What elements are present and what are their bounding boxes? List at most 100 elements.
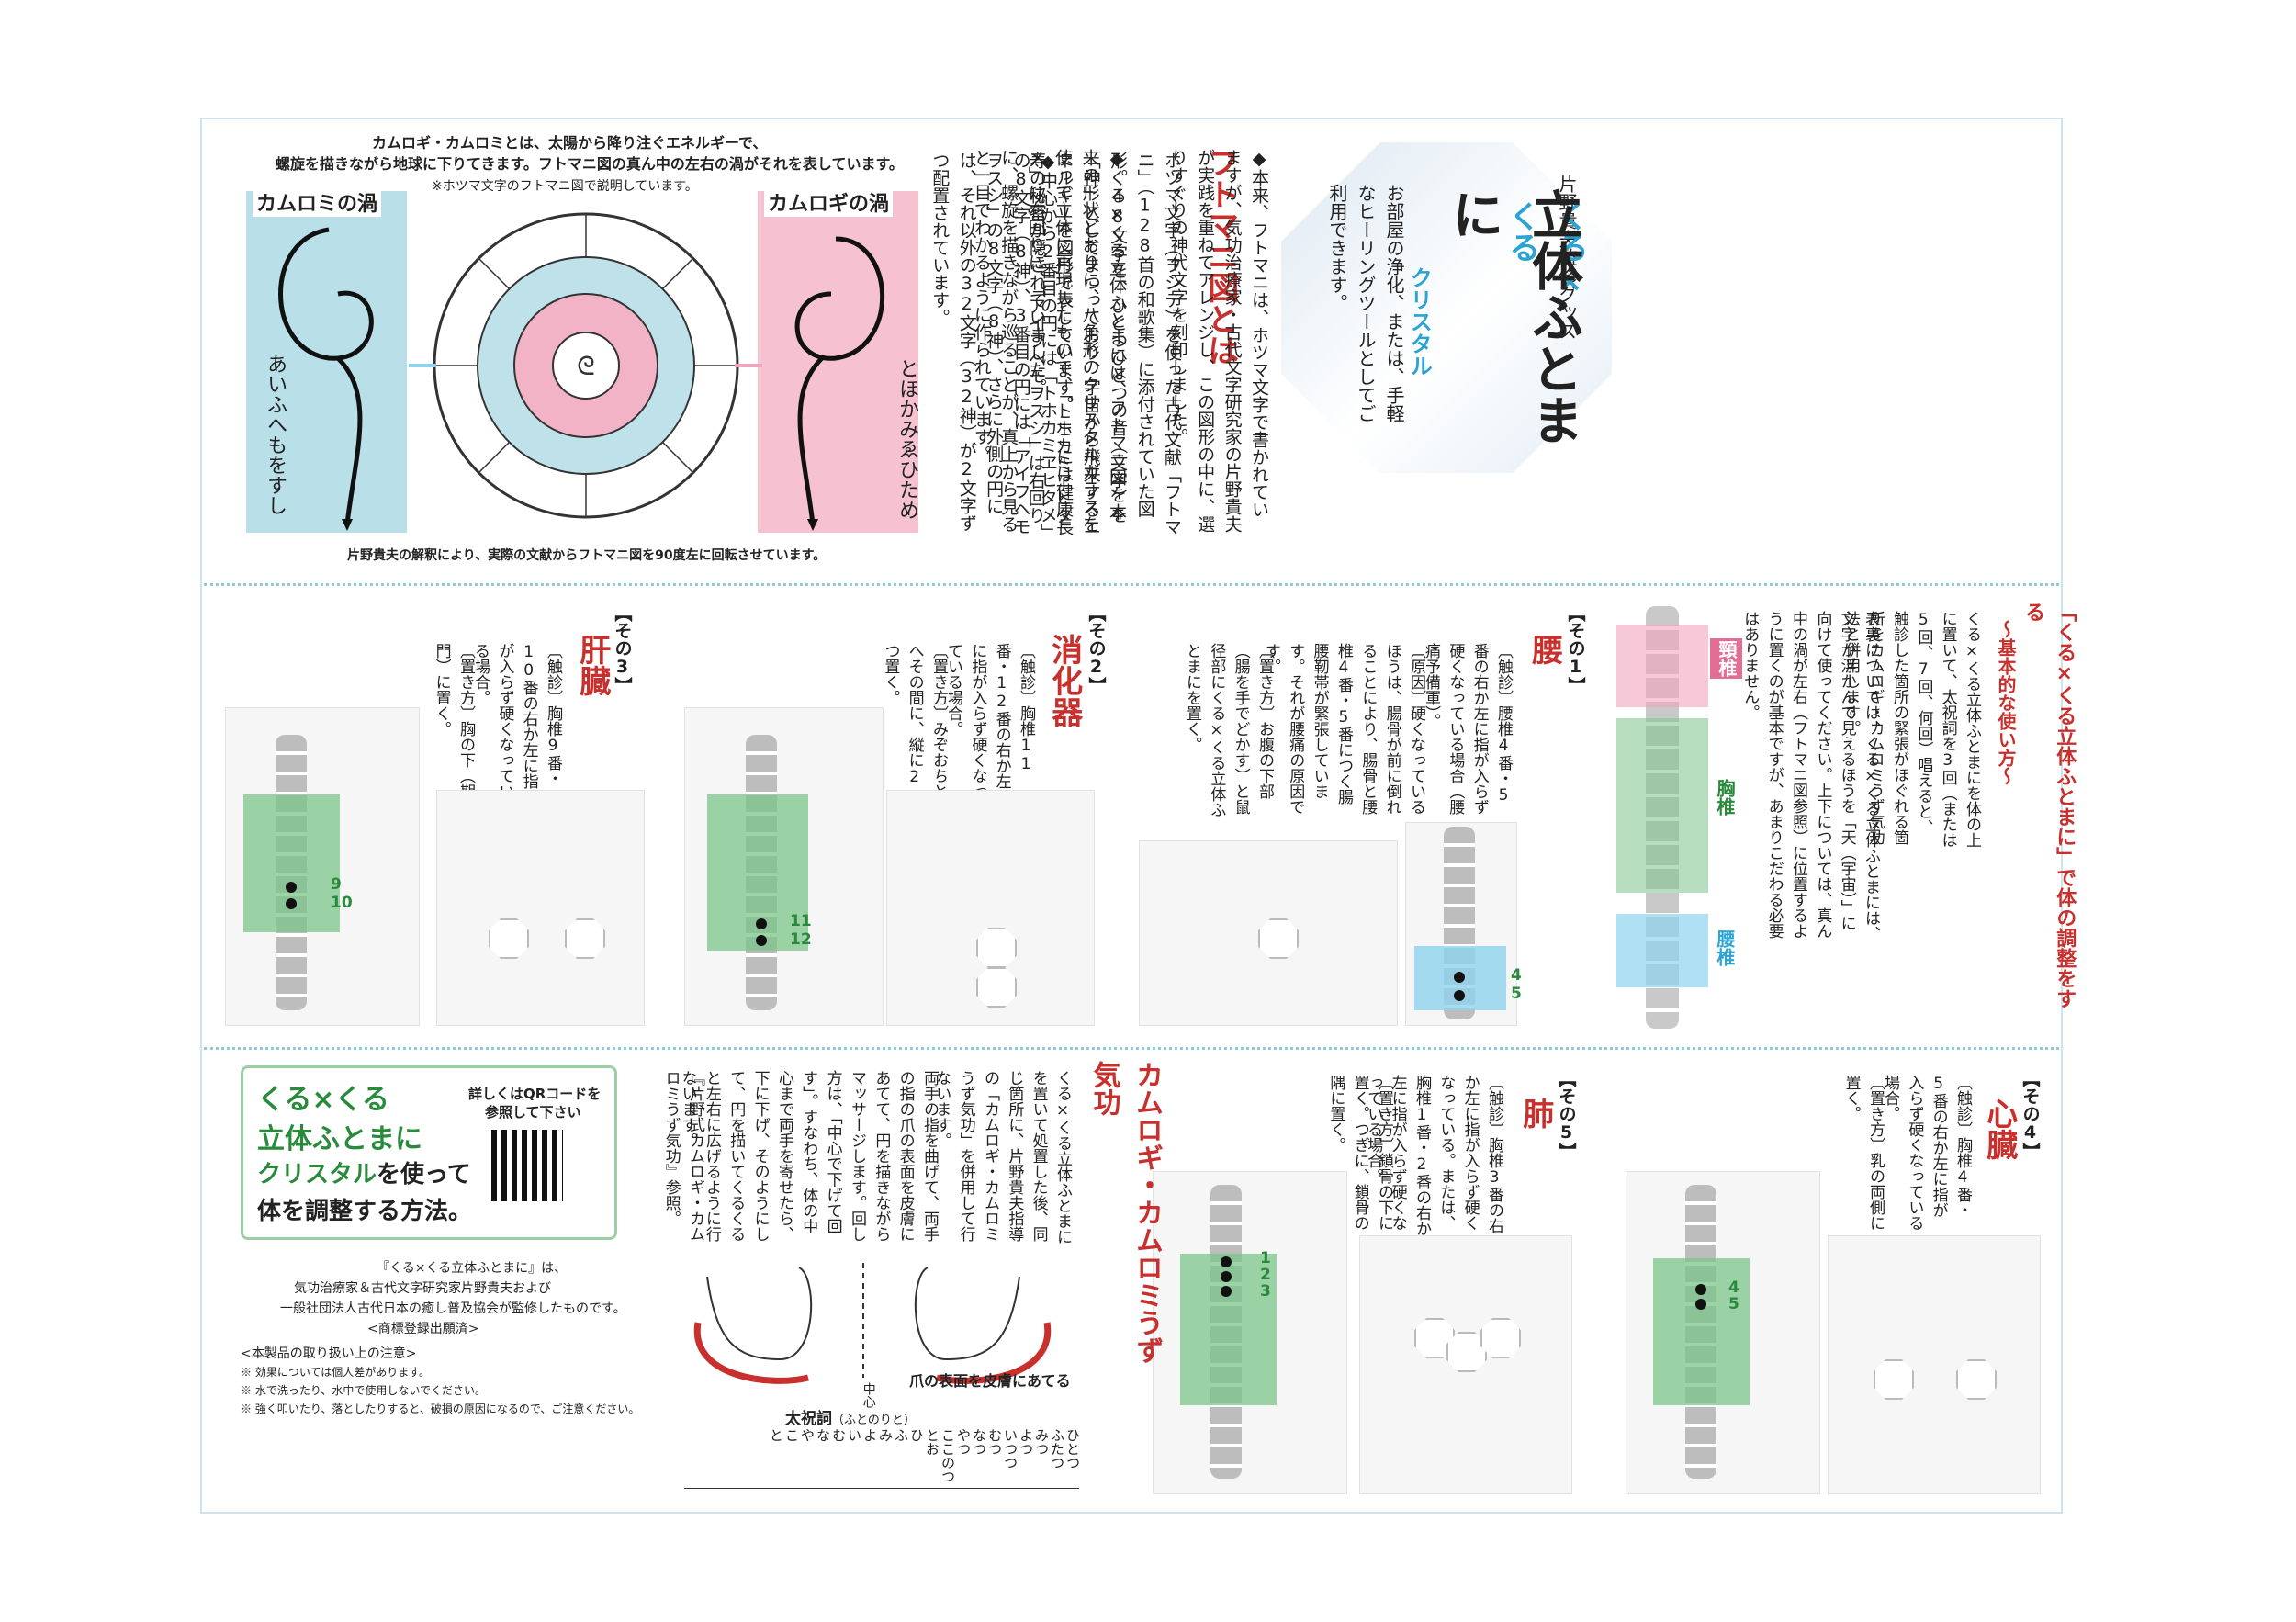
kikou-p1: くる×くる立体ふとまにを置いて処置した後、同じ箇所に、片野貴夫指導の「カムロギ・… (932, 1070, 1072, 1245)
qr-note-2: 参照して下さい (485, 1104, 581, 1121)
section4-name: 心臓 (1980, 1098, 2018, 1160)
diagram-intro-2: 螺旋を描きながら地球に下りてきます。フトマニ図の真ん中の左右の渦がそれを表してい… (276, 155, 904, 173)
section5-figure-front (1359, 1235, 1572, 1494)
kamurogi-panel (758, 191, 918, 533)
section1-no: 【その1】 (1565, 604, 1586, 694)
title-octagon (1281, 142, 1612, 473)
notice-3: ※ 強く叩いたり、落としたりすると、破損の原因になるので、ご注意ください。 (241, 1402, 640, 1415)
section3-name: 肝臓 (573, 634, 611, 696)
section4-point-4 (1695, 1284, 1706, 1295)
norito-reading: （ふとのりと） (832, 1414, 916, 1427)
section5-label-3: 3 (1260, 1282, 1271, 1301)
norito-line: む (830, 1428, 847, 1442)
section5-place: 〔置き方〕鎖骨の下に置く。つぎに、鎖骨の隅に置く。 (1326, 1075, 1393, 1231)
section3-stone-1 (489, 918, 529, 959)
lumbar-label: 腰椎 (1714, 929, 1736, 966)
norito-line: とお (924, 1428, 940, 1456)
norito-lines: ひとつ ふたつ みつ よつ いつつ むつ なつ やつ ここのつ とお ひ ふ み… (684, 1428, 1081, 1489)
divider-bottom (204, 1047, 2059, 1050)
notice-2: ※ 水で洗ったり、水中で使用しないでください。 (241, 1384, 486, 1397)
norito-line: ひとつ (1064, 1428, 1081, 1470)
section2-touch: 〔触診〕胸椎11番・12番の右か左に指が入らず硬くなっている場合。 (943, 643, 1035, 799)
section5-stone-3 (1480, 1318, 1521, 1358)
section3-highlight (243, 794, 340, 932)
section1-label-5: 5 (1511, 985, 1522, 1003)
section2-label-12: 12 (790, 930, 812, 949)
promo-box (241, 1065, 617, 1240)
section1-cause: 〔原因〕硬くなっているほうは、腸骨が前に倒れることにより、腸骨と腰椎4番・5番に… (1261, 643, 1425, 815)
norito-title: 太祝詞（ふとのりと） (785, 1405, 916, 1428)
norito-line: な (815, 1428, 831, 1442)
page-frame (200, 118, 2063, 1514)
section4-label-4: 4 (1728, 1278, 1739, 1297)
usage-p1: くる×くる立体ふとまにを体の上に置いて、太祝詞を3回（または5回、7回、何回）唱… (1841, 611, 1981, 848)
futomani-p4-visible: ◆くる×くる立体ふとまには、フトマニ図を本来の形状どおりに、八角形のクリスタルガ… (971, 149, 1127, 533)
section2-point-11 (756, 918, 767, 929)
section2-point-12 (756, 935, 767, 946)
norito-line: ふ (893, 1428, 909, 1442)
section4-no: 【その4】 (2020, 1070, 2041, 1160)
norito-line: ここのつ (940, 1428, 956, 1483)
section3-touch: 〔触診〕胸椎9番・10番の右か左に指が入らず硬くなっている場合。 (470, 643, 562, 799)
trademark: <商標登録出願済> (367, 1322, 479, 1336)
section4-point-5 (1695, 1299, 1706, 1310)
svg-text:ᘓ: ᘓ (577, 351, 595, 381)
title-name: 立体ふとまに (1443, 188, 1583, 445)
notice-title: <本製品の取り扱い上の注意> (241, 1346, 417, 1361)
section5-point-2 (1221, 1271, 1232, 1282)
divider-top (204, 583, 2059, 586)
section5-no: 【その5】 (1556, 1070, 1577, 1160)
credit-1: 『くる×くる立体ふとまに』は、 (377, 1261, 568, 1276)
norito-line: なつ (971, 1428, 987, 1456)
promo-line4: 体を調整する方法。 (257, 1198, 473, 1225)
section4-figure-front (1828, 1235, 2041, 1494)
section2-no: 【その2】 (1086, 604, 1107, 694)
section2-place: 〔置き方〕みぞおちとへその間に、縦に2つ置く。 (881, 643, 948, 799)
norito-line: よ (861, 1428, 878, 1442)
futomani-honrai-p3: ◆本来、フトマニは、ホツマ文字で書かれていますが、気功治療家・古代文字研究家の片… (1167, 149, 1269, 533)
title-crystal: クリスタル (1406, 266, 1433, 377)
kamuromi-panel (246, 191, 407, 533)
norito-title-text: 太祝詞 (785, 1410, 832, 1428)
kamurogi-label: カムロギの渦 (764, 187, 894, 217)
diagram-note: ※ホツマ文字のフトマニ図で説明しています。 (432, 179, 698, 194)
diagram-caption: 片野貴夫の解釈により、実際の文献からフトマニ図を90度左に回転させています。 (347, 548, 827, 563)
section4-touch: 〔触診〕胸椎4番・5番の右か左に指が入らず硬くなっている場合。 (1880, 1075, 1972, 1231)
kamuromi-spiral-icon (278, 227, 374, 531)
connector-arrow-right (735, 364, 762, 367)
section3-label-9: 9 (331, 875, 342, 894)
lumbar-highlight (1616, 914, 1708, 987)
norito-line: よつ (1018, 1428, 1034, 1456)
norito-line: ひ (908, 1428, 925, 1442)
promo-line1: くる×くる (257, 1084, 389, 1116)
section1-name: 腰 (1525, 634, 1563, 665)
section3-figure-front (436, 790, 645, 1026)
thoracic-label: 胸椎 (1714, 779, 1736, 816)
norito-line: い (846, 1428, 862, 1442)
section3-place: 〔置き方〕胸の下（期門）に置く。 (432, 643, 475, 799)
section1-point-4 (1454, 972, 1465, 983)
notice-1: ※ 効果については個人差があります。 (241, 1366, 431, 1379)
norito-line: こ (783, 1428, 800, 1442)
kikou-heading: カムロギ・カムロミうず気功 (1087, 1061, 1164, 1364)
norito-line: いつつ (1002, 1428, 1019, 1470)
norito-line: ふたつ (1049, 1428, 1065, 1470)
section1-label-4: 4 (1511, 966, 1522, 985)
norito-line: みつ (1033, 1428, 1050, 1456)
promo-crystal: クリスタル (257, 1161, 377, 1188)
section2-label-11: 11 (790, 912, 812, 930)
kamurogi-spiral-icon (794, 236, 885, 531)
hands-center-label: 中心 (861, 1382, 876, 1408)
section5-label-2: 2 (1260, 1266, 1271, 1284)
promo-wotsukatte: を使って (377, 1161, 471, 1188)
cervical-label: 頸椎 (1710, 638, 1742, 679)
credit-2: 気功治療家＆古代文字研究家片野貴夫および (294, 1281, 551, 1296)
kikou-p3: 『片野式カムロギ・カムロミうず気功』参照。 (661, 1070, 704, 1242)
section4-highlight (1653, 1258, 1750, 1405)
section1-point-5 (1454, 990, 1465, 1001)
section5-touch: 〔触診〕胸椎3番の右か左に指が入らず硬くなっている。または、胸椎1番・2番の右か… (1364, 1075, 1503, 1236)
section4-stone-2 (1956, 1359, 1997, 1400)
futomani-circle-diagram: ᘓ (433, 212, 739, 519)
qr-code[interactable] (491, 1130, 563, 1201)
section5-point-1 (1221, 1256, 1232, 1267)
